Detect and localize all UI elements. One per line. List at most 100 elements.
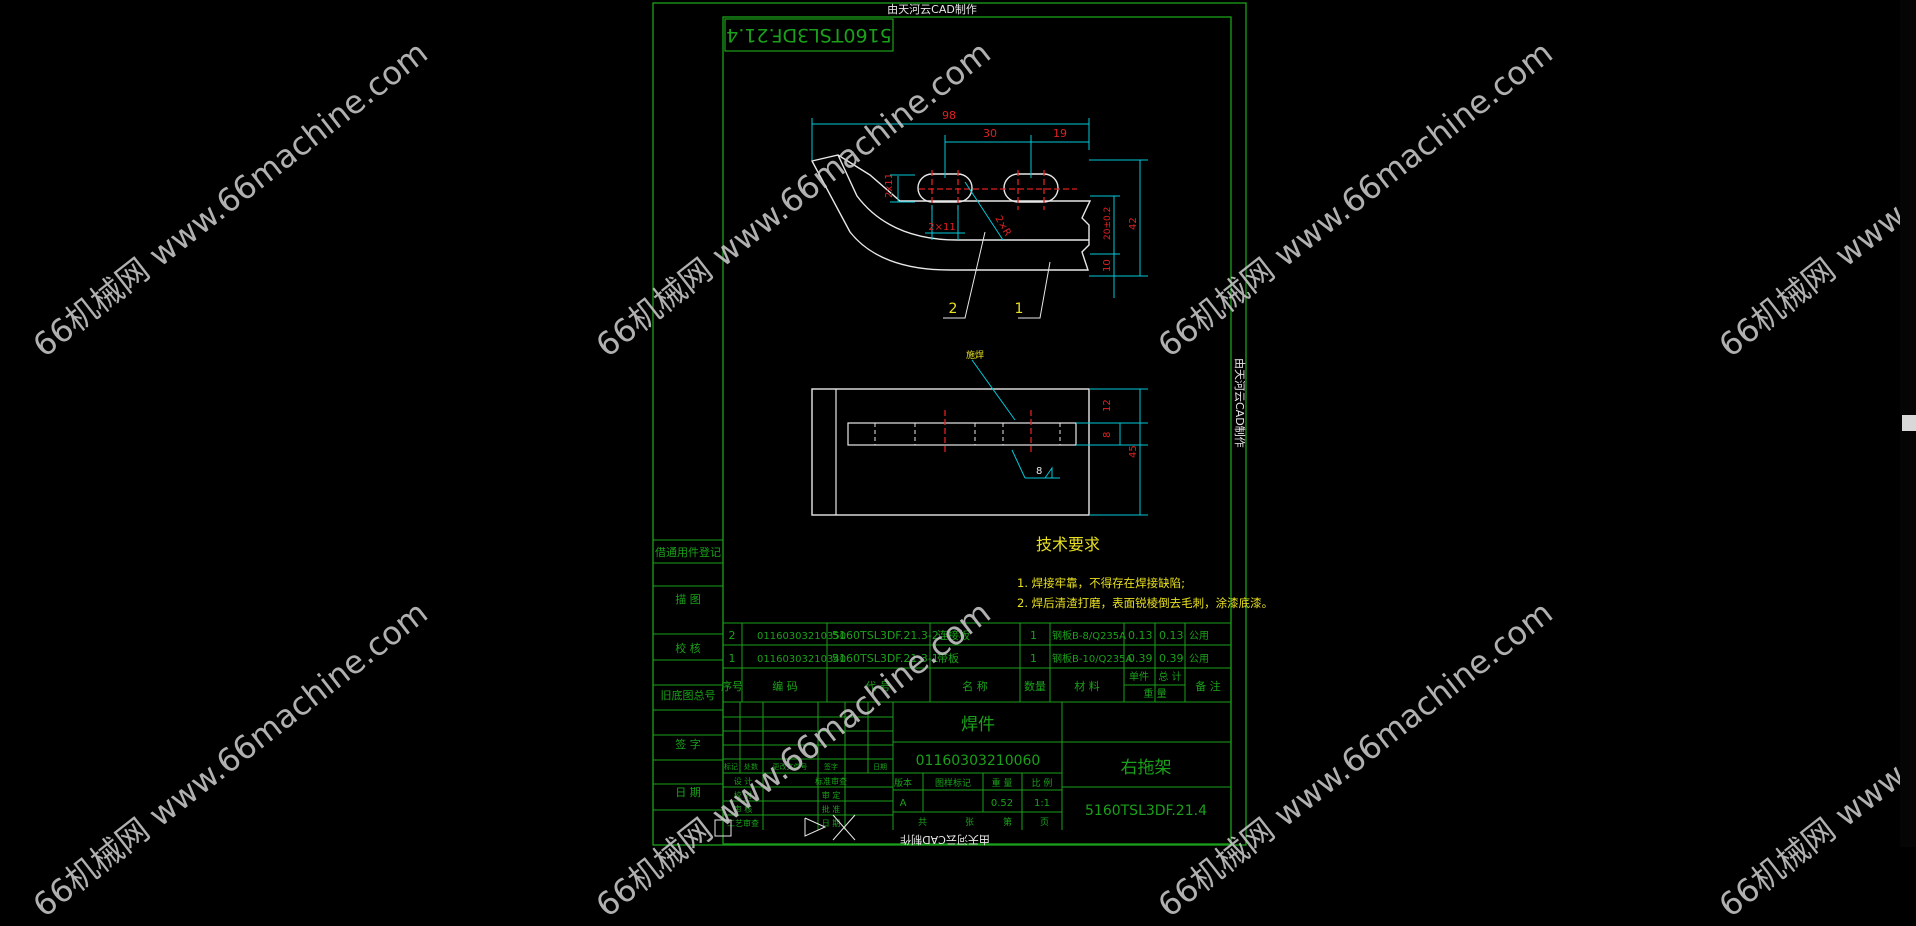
role-label-4: 工艺审查 (727, 818, 759, 828)
title-scale: 1:1 (1034, 798, 1050, 809)
title-block-grid (723, 702, 1231, 830)
inner-frame (722, 16, 1232, 845)
bom-grid (723, 622, 1231, 703)
side-label-5: 签 字 (675, 737, 701, 751)
side-label-2: 描 图 (675, 592, 701, 606)
dim-45: 45 (1128, 445, 1139, 458)
bom-row-2-qty: 1 (1030, 652, 1037, 665)
dim-20: 20±0.2 (1103, 207, 1113, 240)
dim-2x11-horizontal: 2×11 (928, 222, 955, 233)
mirrored-code-box (724, 18, 894, 52)
leader-1: 1 (1015, 301, 1024, 317)
bom-header-note: 备 注 (1195, 679, 1221, 693)
part-outline-top (810, 154, 1092, 271)
tech-item-2: 2. 焊后清渣打磨，表面锐棱倒去毛刺，涂漆底漆。 (1017, 596, 1273, 610)
role-label2-3: 批 准 (822, 804, 841, 814)
title-code: 01160303210060 (916, 753, 1041, 769)
right-note: 由天河云CAD制作 (1233, 358, 1247, 448)
role-label-3: 审 核 (734, 804, 753, 814)
title-stage-label: 图样标记 (935, 777, 971, 789)
top-note: 由天河云CAD制作 (887, 2, 977, 16)
title-weight: 0.52 (991, 798, 1013, 809)
side-block (653, 539, 723, 811)
weld-note: 施焊 (966, 349, 984, 361)
projection-symbol (804, 814, 856, 841)
bom-header-no: 序号 (721, 679, 743, 693)
side-label-3: 校 核 (675, 641, 701, 655)
centerlines-front (944, 410, 1032, 455)
bom-row-1-note: 公用 (1189, 631, 1209, 642)
dim-30: 30 (983, 127, 997, 140)
dimension-lines-front (1076, 388, 1148, 516)
title-scale-label: 比 例 (1032, 777, 1053, 789)
bom-header-code: 编 码 (772, 679, 798, 693)
title-part-name: 右拖架 (1121, 758, 1172, 778)
title-weight-label: 重 量 (992, 777, 1013, 789)
leader-2: 2 (949, 301, 958, 317)
role-label2-2: 审 定 (822, 790, 841, 800)
dim-12: 12 (1102, 399, 1113, 412)
bom-row-2-material: 钢板B-10/Q235A (1052, 652, 1133, 665)
outer-frame (652, 2, 1247, 846)
bom-header-qty: 数量 (1024, 680, 1046, 693)
bom-row-2-name: 带板 (937, 651, 959, 665)
title-version-label: 版本 (894, 777, 912, 789)
rev-label-1: 标记 (724, 762, 738, 771)
bom-header-total: 总 计 (1158, 670, 1181, 683)
bom-row-2-note: 公用 (1189, 654, 1209, 665)
bom-row-1-no: 2 (729, 629, 736, 642)
bom-header-weight: 重 量 (1143, 687, 1166, 700)
bom-header-unit: 单件 (1129, 671, 1149, 683)
title-sheets: 共 (918, 817, 927, 828)
title-drawing-no: 5160TSL3DF.21.4 (1085, 803, 1207, 819)
rev-label-3: 更改文件号 (773, 762, 808, 771)
slot-left (917, 173, 973, 203)
role-label-2: 校 对 (734, 790, 753, 800)
bom-row-1-unit: 0.13 (1128, 629, 1153, 642)
bom-row-2-total: 0.39 (1159, 652, 1184, 665)
dim-8: 8 (1102, 432, 1113, 438)
side-label-6: 日 期 (675, 786, 701, 799)
bom-row-2-code: 01160303210340 (757, 654, 846, 665)
scrollbar-thumb[interactable] (1902, 415, 1916, 431)
title-sheet: 张 (965, 817, 974, 828)
bom-row-1-total: 0.13 (1159, 629, 1184, 642)
bom-row-1-code: 01160303210350 (757, 631, 846, 642)
rev-label-2: 处数 (744, 762, 758, 771)
bom-header-material: 材 料 (1074, 679, 1100, 693)
dim-10: 10 (1102, 259, 1113, 272)
side-label-4: 旧底图总号 (661, 688, 716, 702)
bom-row-1-name: 连接板 (937, 628, 970, 642)
rev-label-5: 日期 (873, 763, 887, 771)
dim-19: 19 (1053, 127, 1067, 140)
tech-title: 技术要求 (1036, 535, 1100, 554)
bom-header-name: 名 称 (962, 679, 988, 693)
mirrored-code: 5160TSL3DF.21.4 (726, 24, 892, 46)
dim-42: 42 (1128, 217, 1139, 230)
role-label2-4: 日 期 (822, 819, 841, 828)
weld-leader (971, 359, 1060, 479)
bom-row-2-no: 1 (729, 652, 736, 665)
bottom-note: 由天河云CAD制作 (900, 833, 990, 847)
bom-row-1-drawing: 5160TSL3DF.21.3-2 (832, 629, 939, 642)
rev-label-4: 签字 (824, 762, 838, 771)
title-type: 焊件 (961, 715, 995, 735)
dimension-lines-top (811, 118, 1148, 298)
dim-2r: 2×R (992, 214, 1012, 238)
title-page2: 页 (1040, 817, 1049, 828)
dim-2x11-vertical: 2x11 (884, 173, 895, 198)
bom-row-1-qty: 1 (1030, 629, 1037, 642)
title-stage: A (900, 798, 907, 809)
ucs-icon (714, 819, 732, 837)
role-label-1: 设 计 (734, 776, 753, 786)
dim-98: 98 (942, 109, 956, 122)
bom-header-drawing: 代 号 (865, 680, 891, 693)
side-label-1: 借通用件登记 (655, 545, 721, 559)
cad-drawing: 由天河云CAD制作 由天河云CAD制作 由天河云CAD制作 5160TSL3DF… (652, 2, 1273, 847)
hidden-lines-front (874, 423, 1061, 445)
tech-item-1: 1. 焊接牢靠，不得存在焊接缺陷; (1017, 576, 1185, 590)
centerlines-top (919, 170, 1077, 210)
role-label2-1: 标准审查 (815, 776, 847, 786)
bom-row-1-material: 钢板B-8/Q235A (1052, 629, 1126, 642)
